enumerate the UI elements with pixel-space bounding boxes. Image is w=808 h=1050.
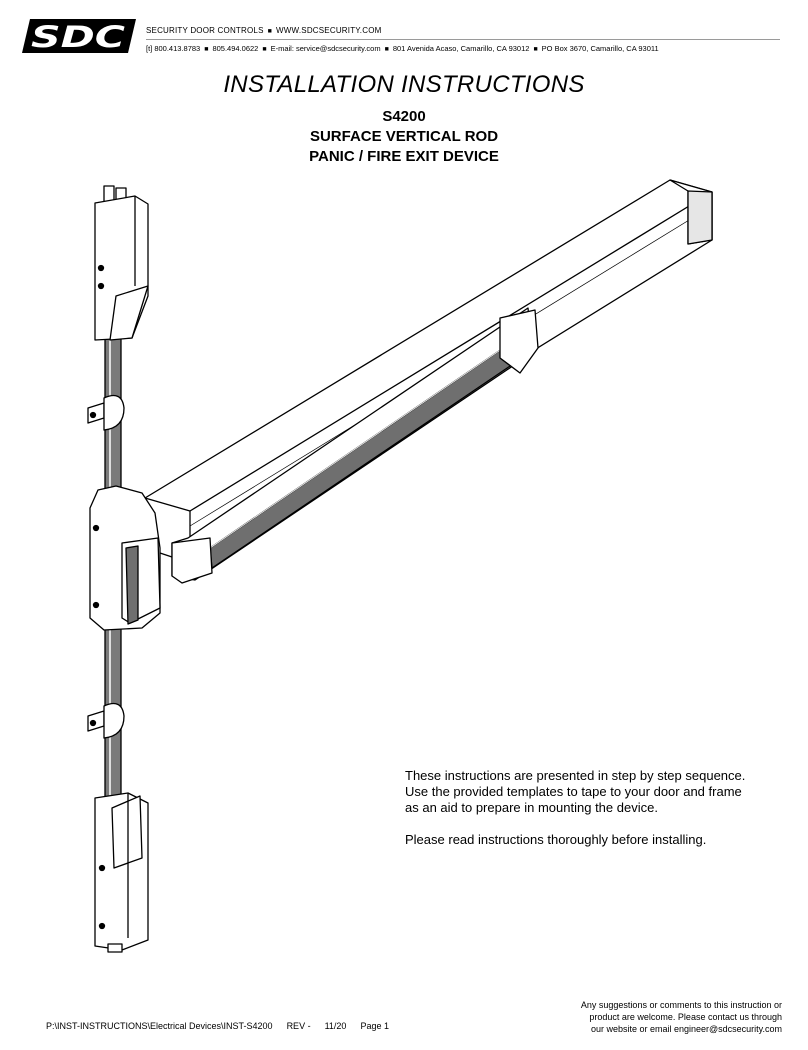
instruction-line-2: Use the provided templates to tape to yo… (405, 784, 742, 799)
bottom-rod-guide (87, 702, 125, 739)
company-website: WWW.SDCSECURITY.COM (276, 26, 382, 35)
instruction-line-1: These instructions are presented in step… (405, 768, 746, 783)
header-divider (146, 39, 780, 40)
footer-file-path: P:\INST-INSTRUCTIONS\Electrical Devices\… (46, 1021, 273, 1031)
footer-revision: REV - (286, 1021, 311, 1031)
page-title: INSTALLATION INSTRUCTIONS (223, 71, 585, 98)
instruction-notes: These instructions are presented in step… (405, 768, 785, 848)
footer-page-number: Page 1 (360, 1021, 389, 1031)
footer-comments: Any suggestions or comments to this inst… (522, 999, 782, 1035)
instruction-line-3: as an aid to prepare in mounting the dev… (405, 800, 658, 815)
sdc-logo: SDC (20, 16, 138, 56)
sdc-logo-mark: SDC (22, 19, 136, 54)
top-latch (94, 185, 149, 341)
product-subtitle-1: SURFACE VERTICAL ROD (309, 128, 499, 145)
center-case (89, 485, 161, 631)
separator-square-icon: ■ (384, 46, 389, 53)
model-number: S4200 (382, 108, 426, 125)
exit-device-illustration (60, 168, 750, 958)
email-address: E-mail: service@sdcsecurity.com (270, 44, 381, 53)
footer-document-info: P:\INST-INSTRUCTIONS\Electrical Devices\… (46, 1021, 403, 1031)
footer-comment-line-2: product are welcome. Please contact us t… (589, 1012, 782, 1022)
top-rod-guide (87, 394, 125, 431)
product-subtitle-2: PANIC / FIRE EXIT DEVICE (309, 148, 499, 165)
bottom-latch (94, 792, 149, 953)
separator-square-icon: ■ (262, 46, 267, 53)
push-bar-rail (144, 179, 713, 564)
phone-number: [t] 800.413.8783 (146, 44, 201, 53)
touch-bar (171, 307, 539, 584)
footer-comment-line-3: our website or email engineer@sdcsecurit… (590, 1024, 782, 1034)
header-company-line: SECURITY DOOR CONTROLS■WWW.SDCSECURITY.C… (146, 26, 381, 35)
separator-square-icon: ■ (267, 28, 273, 35)
header-contact-line: [t] 800.413.8783■805.494.0622■E-mail: se… (146, 44, 659, 53)
company-name: SECURITY DOOR CONTROLS (146, 26, 264, 35)
footer-comment-line-1: Any suggestions or comments to this inst… (580, 1000, 782, 1010)
instruction-line-4: Please read instructions thoroughly befo… (405, 832, 707, 847)
footer-date: 11/20 (324, 1021, 347, 1031)
po-box: PO Box 3670, Camarillo, CA 93011 (541, 44, 659, 53)
separator-square-icon: ■ (533, 46, 538, 53)
logo-text: SDC (31, 20, 125, 54)
street-address: 801 Avenida Acaso, Camarillo, CA 93012 (392, 44, 530, 53)
phone-number-2: 805.494.0622 (212, 44, 259, 53)
separator-square-icon: ■ (204, 46, 209, 53)
